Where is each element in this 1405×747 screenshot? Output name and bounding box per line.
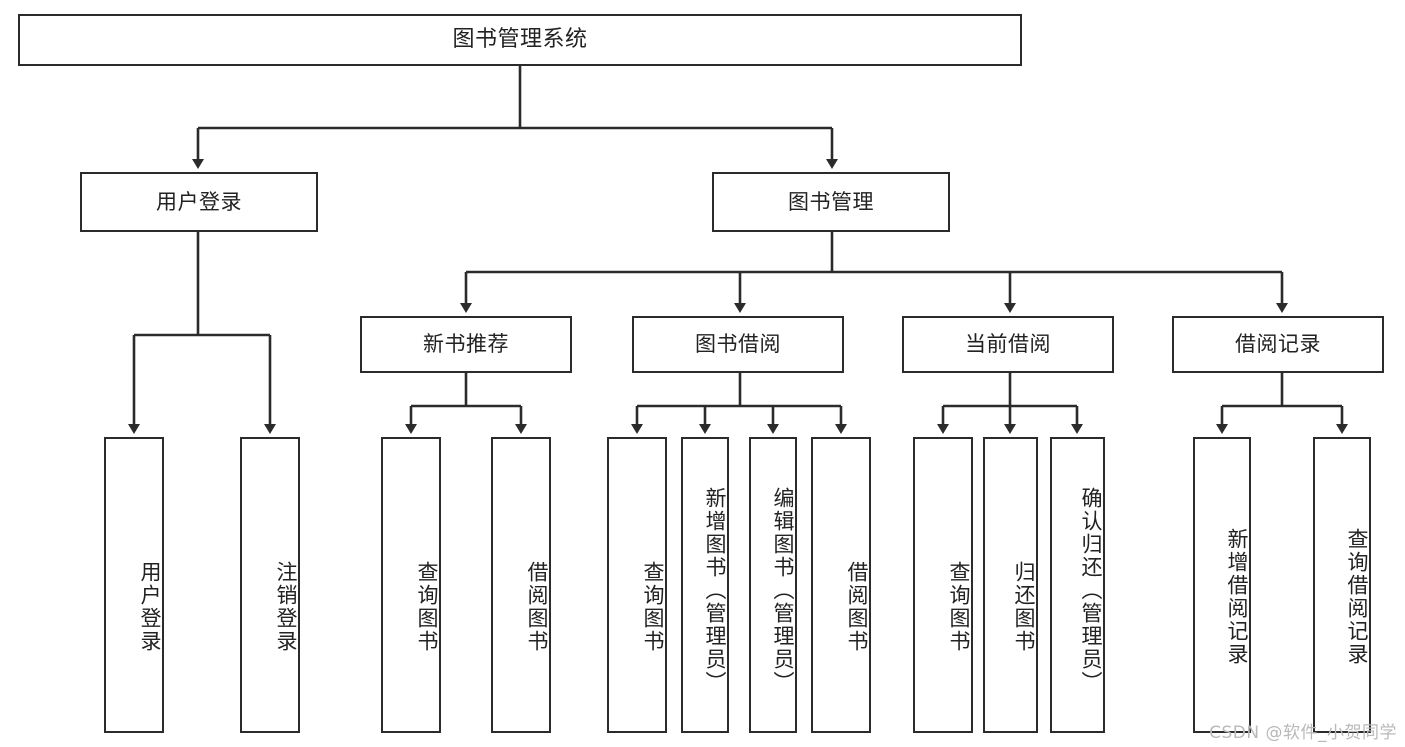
node-label: 当前借阅	[965, 332, 1051, 357]
node-label: 查询图书	[947, 561, 971, 653]
node-label: 用户登录	[156, 189, 242, 214]
node-leaf-add-book-admin[interactable]: 新增图书（管理员）	[681, 437, 729, 733]
node-label: 图书借阅	[695, 332, 781, 357]
node-leaf-edit-book-admin[interactable]: 编辑图书（管理员）	[749, 437, 797, 733]
node-leaf-query-book-new[interactable]: 查询图书	[381, 437, 441, 733]
node-label: 编辑图书（管理员）	[771, 486, 795, 694]
node-label: 新增借阅记录	[1225, 528, 1249, 666]
node-label: 查询图书	[641, 561, 665, 653]
node-leaf-query-book-borrow[interactable]: 查询图书	[607, 437, 667, 733]
node-leaf-query-borrow-record[interactable]: 查询借阅记录	[1313, 437, 1371, 733]
node-label: 借阅记录	[1235, 332, 1321, 357]
node-label: 借阅图书	[525, 561, 549, 653]
node-label: 归还图书	[1012, 561, 1036, 653]
node-label: 查询借阅记录	[1345, 528, 1369, 666]
node-leaf-query-book-current[interactable]: 查询图书	[913, 437, 973, 733]
node-label: 确认归还（管理员）	[1079, 486, 1103, 694]
node-label: 图书管理系统	[452, 27, 588, 53]
node-user-login[interactable]: 用户登录	[80, 172, 318, 232]
node-label: 图书管理	[788, 189, 874, 214]
node-book-management[interactable]: 图书管理	[712, 172, 950, 232]
node-borrow-record[interactable]: 借阅记录	[1172, 316, 1384, 373]
node-book-borrow[interactable]: 图书借阅	[632, 316, 844, 373]
node-label: 新书推荐	[423, 332, 509, 357]
node-leaf-borrow-book-new[interactable]: 借阅图书	[491, 437, 551, 733]
node-leaf-borrow-book[interactable]: 借阅图书	[811, 437, 871, 733]
node-leaf-user-login[interactable]: 用户登录	[104, 437, 164, 733]
node-label: 查询图书	[415, 561, 439, 653]
node-label: 用户登录	[138, 561, 162, 653]
node-root-book-management-system[interactable]: 图书管理系统	[18, 14, 1022, 66]
node-current-borrow[interactable]: 当前借阅	[902, 316, 1114, 373]
node-leaf-add-borrow-record[interactable]: 新增借阅记录	[1193, 437, 1251, 733]
node-leaf-logout[interactable]: 注销登录	[240, 437, 300, 733]
node-label: 借阅图书	[845, 561, 869, 653]
node-leaf-confirm-return-admin[interactable]: 确认归还（管理员）	[1050, 437, 1105, 733]
node-label: 新增图书（管理员）	[703, 486, 727, 694]
node-label: 注销登录	[274, 561, 298, 653]
csdn-watermark: CSDN @软件_小贺同学	[1209, 723, 1397, 743]
node-leaf-return-book[interactable]: 归还图书	[983, 437, 1038, 733]
node-new-book-recommend[interactable]: 新书推荐	[360, 316, 572, 373]
